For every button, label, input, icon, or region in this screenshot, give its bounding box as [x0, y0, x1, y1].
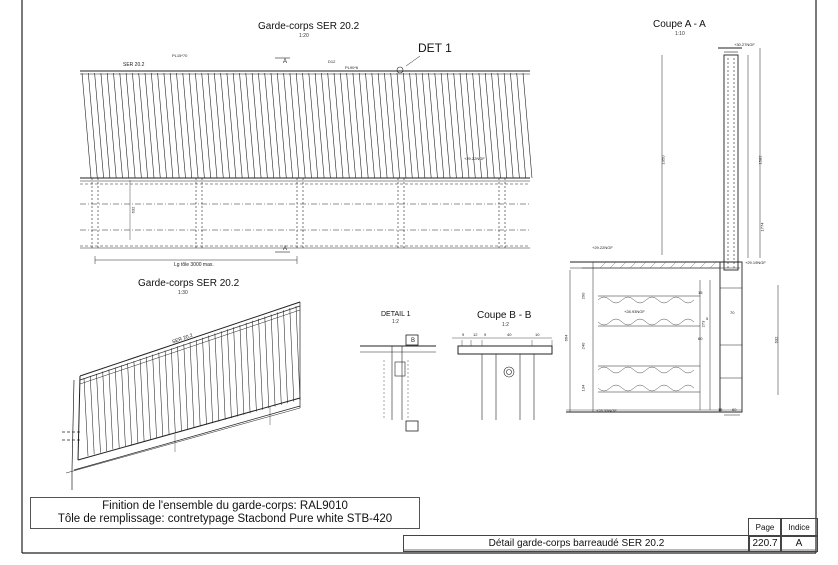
dim-134: 134 [580, 384, 586, 392]
section-bb-view [452, 337, 553, 420]
pl15-label: PL15*70 [172, 53, 188, 58]
page-number: 220.7 [748, 535, 782, 552]
isometric-balusters [83, 305, 301, 457]
panel-note: Tôle de remplissage: contretypage Stacbo… [57, 513, 393, 525]
section-a-top-marker: A [283, 59, 288, 65]
finish-notes: Finition de l'ensemble du garde-corps: R… [30, 497, 420, 529]
dim-273: 273 [700, 320, 706, 328]
revision-index: A [780, 535, 818, 552]
elevation-dim: 632 [130, 206, 136, 214]
section-aa-title: Coupe A - A [653, 19, 706, 30]
det1-callout: DET 1 [418, 41, 452, 55]
dim-664: 664 [563, 334, 569, 342]
detail-1-scale: 1:2 [392, 319, 399, 325]
finish-note: Finition de l'ensemble du garde-corps: R… [102, 500, 348, 512]
level-2: +29.22NGF [592, 245, 613, 250]
dim-60: 60 [698, 336, 703, 341]
bb-dim-2: 12 [473, 332, 478, 337]
elevation-view [80, 55, 530, 264]
dim-60-bottom: 60 [732, 407, 737, 412]
elevation-scale: 1:20 [299, 33, 309, 39]
bb-dim-5: 10 [535, 332, 540, 337]
isometric-title: Garde-corps SER 20.2 [138, 278, 240, 289]
sheet-length-label: Lg tôle 3000 max. [174, 262, 214, 268]
dim-5: 5 [706, 316, 709, 321]
dim-290: 290 [580, 292, 586, 300]
sheet-frame [21, 0, 817, 554]
index-label: Indice [780, 518, 818, 537]
ser-label: SER 20.2 [123, 62, 145, 68]
dim-15-bottom: 15 [718, 407, 723, 412]
section-bb-scale: 1:2 [502, 322, 509, 328]
section-aa-view [566, 47, 779, 416]
section-bb-title: Coupe B - B [477, 310, 532, 321]
level-4: +28.93NGF [624, 309, 645, 314]
page-label: Page [748, 518, 782, 537]
dim-632: 632 [773, 336, 779, 344]
section-a-bottom-marker: A [283, 246, 288, 252]
level-1: +30.27NGF [734, 42, 755, 47]
detail-1-title: DETAIL 1 [381, 311, 411, 318]
bb-dim-3: 9 [484, 332, 487, 337]
elevation-balusters [81, 72, 533, 179]
dim-240: 240 [580, 342, 586, 350]
dim-1582: 1582 [757, 155, 763, 165]
dim-15: 15 [698, 290, 703, 295]
bb-dim-1: 9 [462, 332, 465, 337]
dim-70: 70 [730, 310, 735, 315]
drawing-title: Détail garde-corps barreaudé SER 20.2 [403, 535, 750, 552]
level-3: +29.19NGF [745, 260, 766, 265]
pl90-label: PL90*6 [345, 65, 359, 70]
d12-label: D12 [328, 59, 336, 64]
detail-1-view [360, 334, 436, 432]
isometric-scale: 1:30 [178, 290, 188, 296]
section-b-marker: B [411, 338, 416, 344]
dim-1050: 1050 [660, 155, 666, 165]
level-5: +28.55NGF [596, 408, 617, 413]
section-aa-scale: 1:10 [675, 31, 685, 37]
bb-dim-4: 40 [507, 332, 512, 337]
elevation-title: Garde-corps SER 20.2 [258, 21, 360, 32]
section-aa-hatch [599, 261, 717, 269]
elevation-level: +29.22NGF [464, 156, 485, 161]
dim-1774: 1774 [759, 222, 765, 232]
